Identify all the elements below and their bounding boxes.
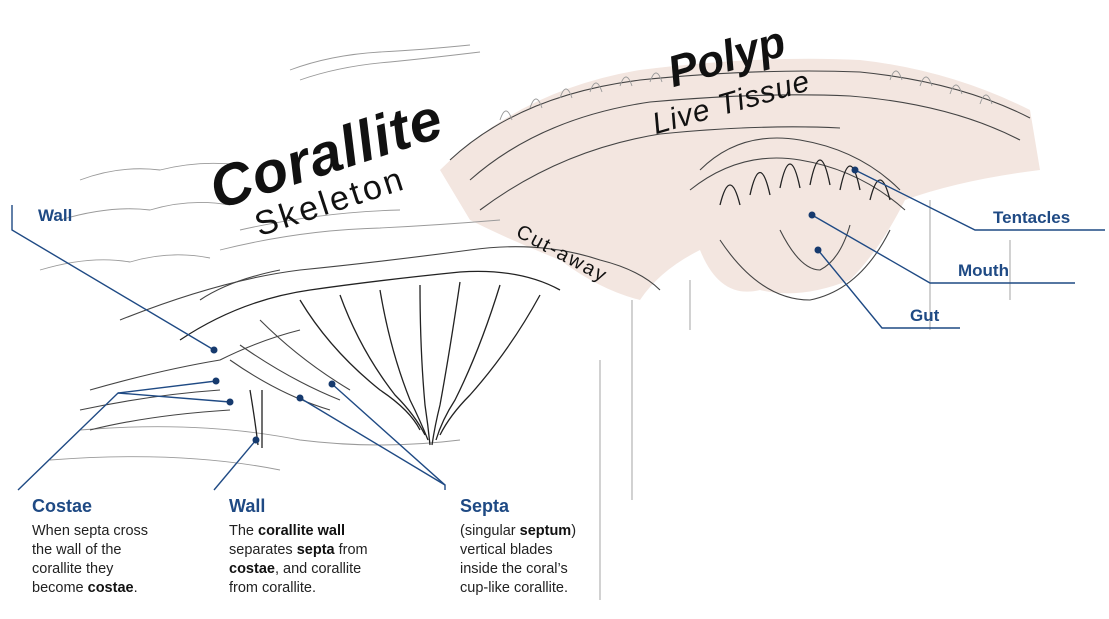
leader-septa-2 bbox=[300, 398, 445, 485]
callout-gut: Gut bbox=[910, 306, 939, 326]
callout-tentacles: Tentacles bbox=[993, 208, 1070, 228]
dot-wall-top bbox=[211, 347, 218, 354]
wall-description: The corallite wall separates septa from … bbox=[229, 522, 404, 598]
leader-wall-top bbox=[12, 205, 214, 350]
dot-tentacles bbox=[852, 167, 859, 174]
callout-wall-top: Wall bbox=[38, 206, 72, 226]
dot-gut bbox=[815, 247, 822, 254]
dot-mouth bbox=[809, 212, 816, 219]
leader-costae bbox=[18, 381, 216, 490]
costae-title: Costae bbox=[32, 496, 92, 517]
dot-wall-bottom bbox=[253, 437, 260, 444]
dot-costae-2 bbox=[227, 399, 234, 406]
callout-mouth: Mouth bbox=[958, 261, 1009, 281]
costae-description: When septa cross the wall of the coralli… bbox=[32, 522, 207, 598]
dot-septa-1 bbox=[329, 381, 336, 388]
septa-title: Septa bbox=[460, 496, 509, 517]
dot-septa-2 bbox=[297, 395, 304, 402]
septa-description: (singular septum) vertical blades inside… bbox=[460, 522, 635, 598]
wall-title: Wall bbox=[229, 496, 265, 517]
dot-costae-1 bbox=[213, 378, 220, 385]
